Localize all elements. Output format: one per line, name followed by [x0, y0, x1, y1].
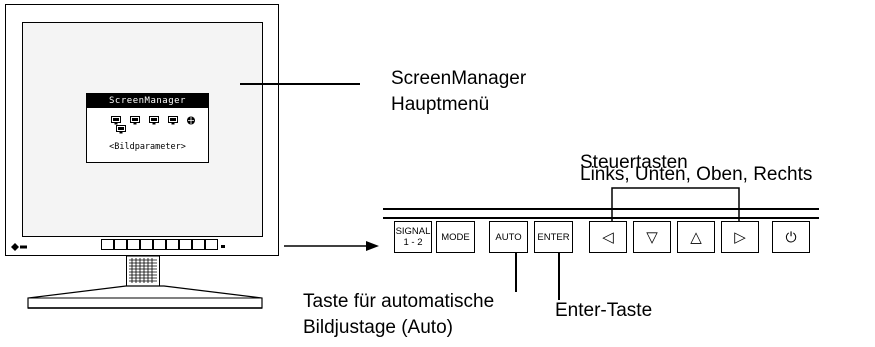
osd-caption: <Bildparameter>	[109, 142, 186, 152]
auto-button[interactable]: AUTO	[489, 221, 528, 253]
left-button[interactable]: ◁	[589, 221, 627, 253]
monitor-icon	[111, 116, 121, 125]
osd-pointer-line	[240, 83, 360, 85]
callout-auto-line2: Bildjustage (Auto)	[303, 317, 453, 338]
panel-top-edge	[383, 208, 819, 210]
front-button	[179, 239, 192, 250]
power-led	[221, 245, 225, 248]
up-arrow-icon: △	[690, 229, 702, 246]
front-button	[127, 239, 140, 250]
auto-button-label: AUTO	[495, 231, 522, 243]
monitor-icon	[130, 116, 140, 125]
signal-button-label: SIGNAL	[395, 226, 431, 237]
brand-logo-icon	[11, 243, 27, 251]
down-button[interactable]: ▽	[633, 221, 671, 253]
callout-control-keys: Steuertasten	[580, 152, 688, 173]
front-button	[153, 239, 166, 250]
callout-screenmanager: ScreenManager	[391, 68, 527, 89]
mode-button-label: MODE	[441, 231, 470, 243]
globe-icon	[187, 116, 195, 125]
callout-main-menu: Hauptmenü	[391, 94, 490, 115]
front-button	[114, 239, 127, 250]
up-button[interactable]: △	[677, 221, 715, 253]
right-arrow-icon: ▷	[734, 229, 746, 246]
front-button	[166, 239, 179, 250]
mode-button[interactable]: MODE	[436, 221, 475, 253]
enter-button-label: ENTER	[537, 231, 570, 243]
front-button	[205, 239, 218, 250]
auto-leader-line	[515, 253, 517, 292]
monitor-icon	[168, 116, 178, 125]
monitor-neck	[126, 256, 160, 290]
callout-enter-key: Enter-Taste	[555, 300, 653, 321]
arrow-to-panel	[284, 241, 379, 251]
front-button	[140, 239, 153, 250]
control-keys-bracket	[611, 187, 740, 226]
front-button	[101, 239, 114, 250]
monitor-icon	[149, 116, 159, 125]
monitor-icon	[116, 125, 126, 134]
callout-control-keys-directions: Links, Unten, Oben, Rechts	[580, 164, 813, 185]
right-button[interactable]: ▷	[721, 221, 759, 253]
osd-title: ScreenManager	[87, 94, 208, 108]
power-button[interactable]: ⏻	[772, 221, 810, 253]
signal-button[interactable]: SIGNAL 1 - 2	[394, 221, 432, 253]
signal-button-sublabel: 1 - 2	[403, 237, 423, 248]
panel-front-edge	[383, 217, 819, 219]
down-arrow-icon: ▽	[646, 229, 658, 246]
enter-leader-line	[558, 253, 560, 300]
osd-main-menu: ScreenManager <Bildparameter>	[86, 93, 209, 163]
left-arrow-icon: ◁	[602, 229, 614, 246]
power-icon: ⏻	[785, 228, 797, 245]
monitor-base	[27, 285, 263, 309]
callout-auto-line1: Taste für automatische	[303, 291, 495, 312]
enter-button[interactable]: ENTER	[534, 221, 573, 253]
front-button	[192, 239, 205, 250]
